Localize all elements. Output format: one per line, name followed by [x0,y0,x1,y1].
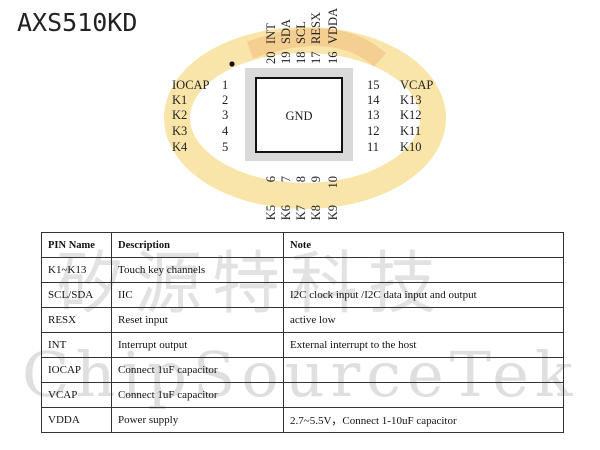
pin-name-top: VDDA [326,8,340,44]
pin-name-bottom: K8 [309,205,323,220]
pin-name-right: K10 [400,140,422,154]
pin-number-right: 12 [367,124,380,138]
cell-description: Connect 1uF capacitor [111,382,284,408]
pin-number-right: 11 [367,140,379,154]
pin-name-top: RESX [309,12,323,44]
pin-name-right: K11 [400,124,421,138]
cell-pin-name: K1~K13 [41,257,112,283]
table-row: SCL/SDA IIC I2C clock input /I2C data in… [41,282,564,308]
cell-pin-name: RESX [41,307,112,333]
pin-number-left: 4 [222,124,229,138]
pin-number-top: 18 [294,52,308,65]
pin-number-bottom: 8 [294,176,308,182]
cell-note: I2C clock input /I2C data input and outp… [283,282,564,308]
pin-name-left: K3 [172,124,187,138]
cell-note [283,382,564,408]
pin-table: PIN Name Description Note K1~K13 Touch k… [41,232,564,433]
pin-number-top: 16 [326,52,340,65]
cell-description: Reset input [111,307,284,333]
pin-number-left: 1 [222,78,228,92]
table-row: K1~K13 Touch key channels [41,257,564,283]
table-row: INT Interrupt output External interrupt … [41,332,564,358]
pin-number-bottom: 10 [326,176,340,189]
cell-description: Power supply [111,407,284,433]
pin-number-bottom: 9 [309,176,323,182]
pin-number-left: 3 [222,108,228,122]
cell-note: 2.7~5.5V，Connect 1-10uF capacitor [283,407,564,433]
pin1-marker [229,61,235,67]
pin-name-right: K12 [400,108,422,122]
cell-pin-name: VCAP [41,382,112,408]
pin-name-left: K4 [172,140,188,154]
cell-description: IIC [111,282,284,308]
cell-pin-name: INT [41,332,112,358]
pin-number-bottom: 7 [279,176,293,182]
pin-number-top: 19 [279,52,293,65]
cell-pin-name: IOCAP [41,357,112,383]
pin-name-right: VCAP [400,78,433,92]
cell-description: Interrupt output [111,332,284,358]
pin-number-left: 2 [222,93,228,107]
table-row: IOCAP Connect 1uF capacitor [41,357,564,383]
cell-note: External interrupt to the host [283,332,564,358]
pin-number-right: 15 [367,78,380,92]
pin-name-bottom: K6 [279,205,293,220]
table-row: RESX Reset input active low [41,307,564,333]
pin-name-bottom: K7 [294,205,308,220]
pin-table-container: PIN Name Description Note K1~K13 Touch k… [41,232,564,433]
pin-name-top: SCL [294,21,308,44]
pin-number-top: 20 [264,52,278,65]
pin-number-bottom: 6 [264,176,278,182]
cell-description: Connect 1uF capacitor [111,357,284,383]
pin-name-bottom: K5 [264,205,278,220]
header-note: Note [283,232,564,258]
pin-name-left: K1 [172,93,187,107]
pin-number-top: 17 [309,52,323,65]
header-pin-name: PIN Name [41,232,112,258]
pin-number-right: 13 [367,108,380,122]
pin-name-top: SDA [279,19,293,44]
logo-watermark [164,27,446,209]
cell-description: Touch key channels [111,257,284,283]
pin-number-left: 5 [222,140,228,154]
pin-name-left: K2 [172,108,187,122]
pin-name-right: K13 [400,93,422,107]
table-row: VDDA Power supply 2.7~5.5V，Connect 1-10u… [41,407,564,433]
cell-pin-name: VDDA [41,407,112,433]
cell-pin-name: SCL/SDA [41,282,112,308]
table-row: VCAP Connect 1uF capacitor [41,382,564,408]
header-description: Description [111,232,284,258]
chip-title: AXS510KD [17,8,138,37]
cell-note: active low [283,307,564,333]
cell-note [283,357,564,383]
pin-number-right: 14 [367,93,380,107]
table-header-row: PIN Name Description Note [41,232,564,258]
cell-note [283,257,564,283]
pin-name-bottom: K9 [326,205,340,220]
pin-name-left: IOCAP [172,78,210,92]
ground-label: GND [285,109,312,123]
pin-name-top: INT [264,23,278,44]
ground-pad [255,77,343,153]
